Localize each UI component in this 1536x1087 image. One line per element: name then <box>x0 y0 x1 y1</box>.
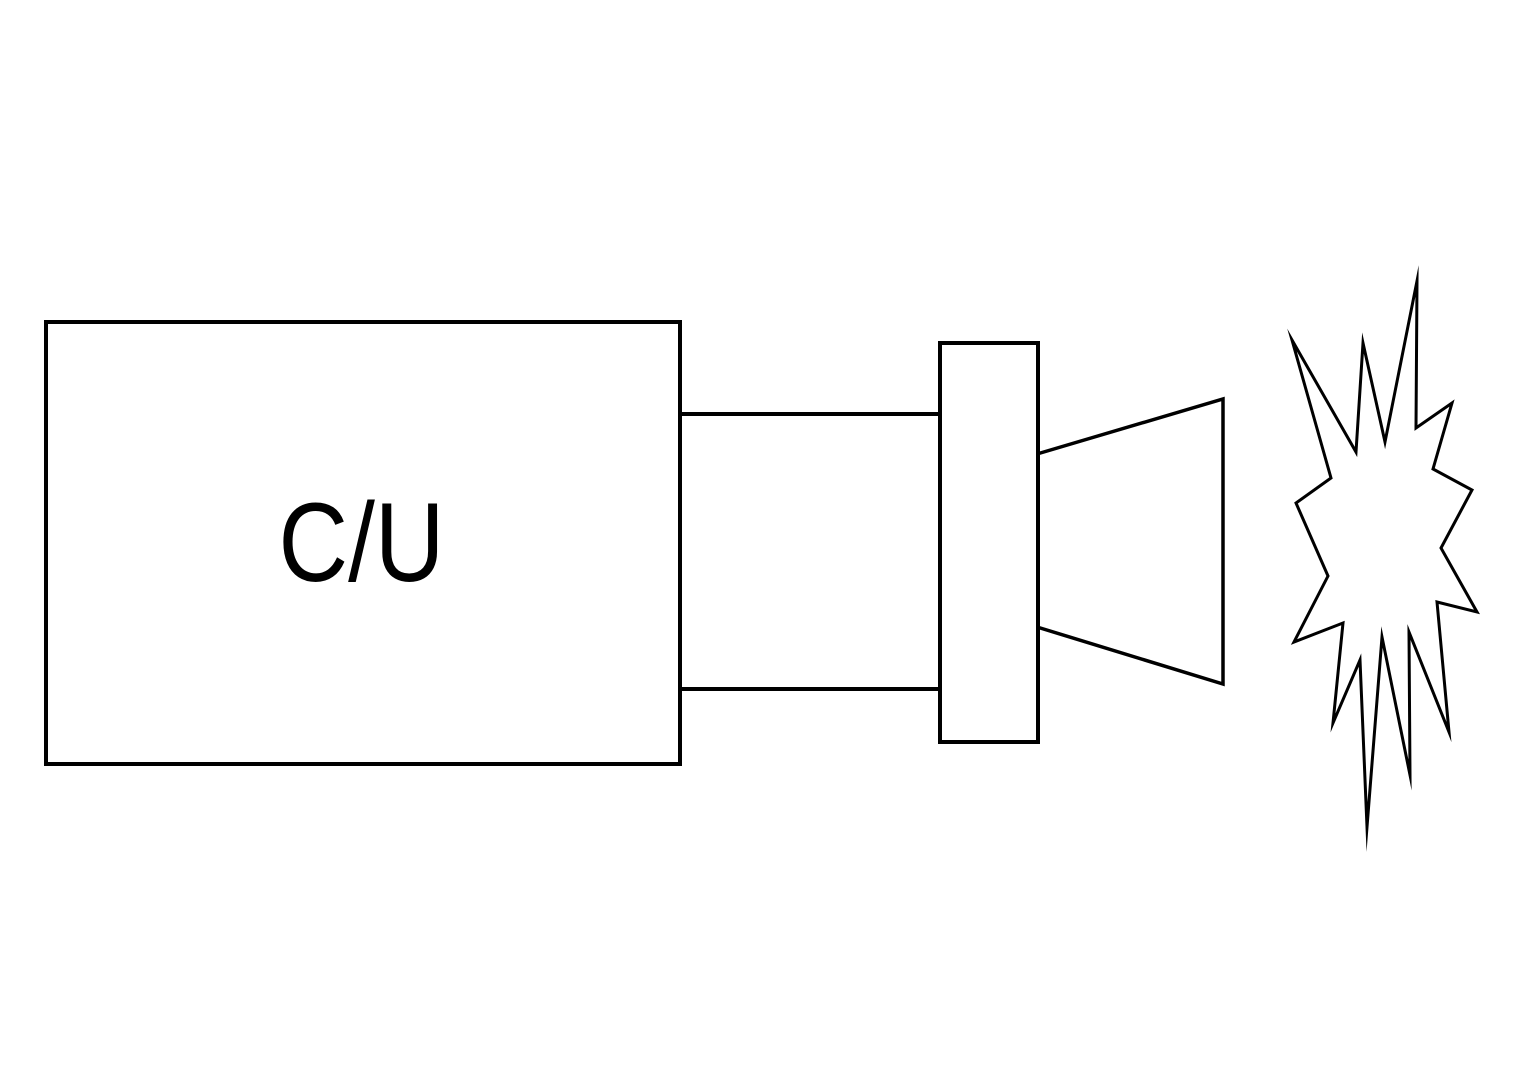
control-unit-label: C/U <box>279 480 445 605</box>
horn-nozzle-icon <box>1035 396 1225 687</box>
connector-duct-icon <box>678 412 942 691</box>
transducer-plate-icon <box>938 341 1040 744</box>
control-unit-box-icon <box>44 320 682 766</box>
burst-star-icon <box>1287 265 1481 852</box>
